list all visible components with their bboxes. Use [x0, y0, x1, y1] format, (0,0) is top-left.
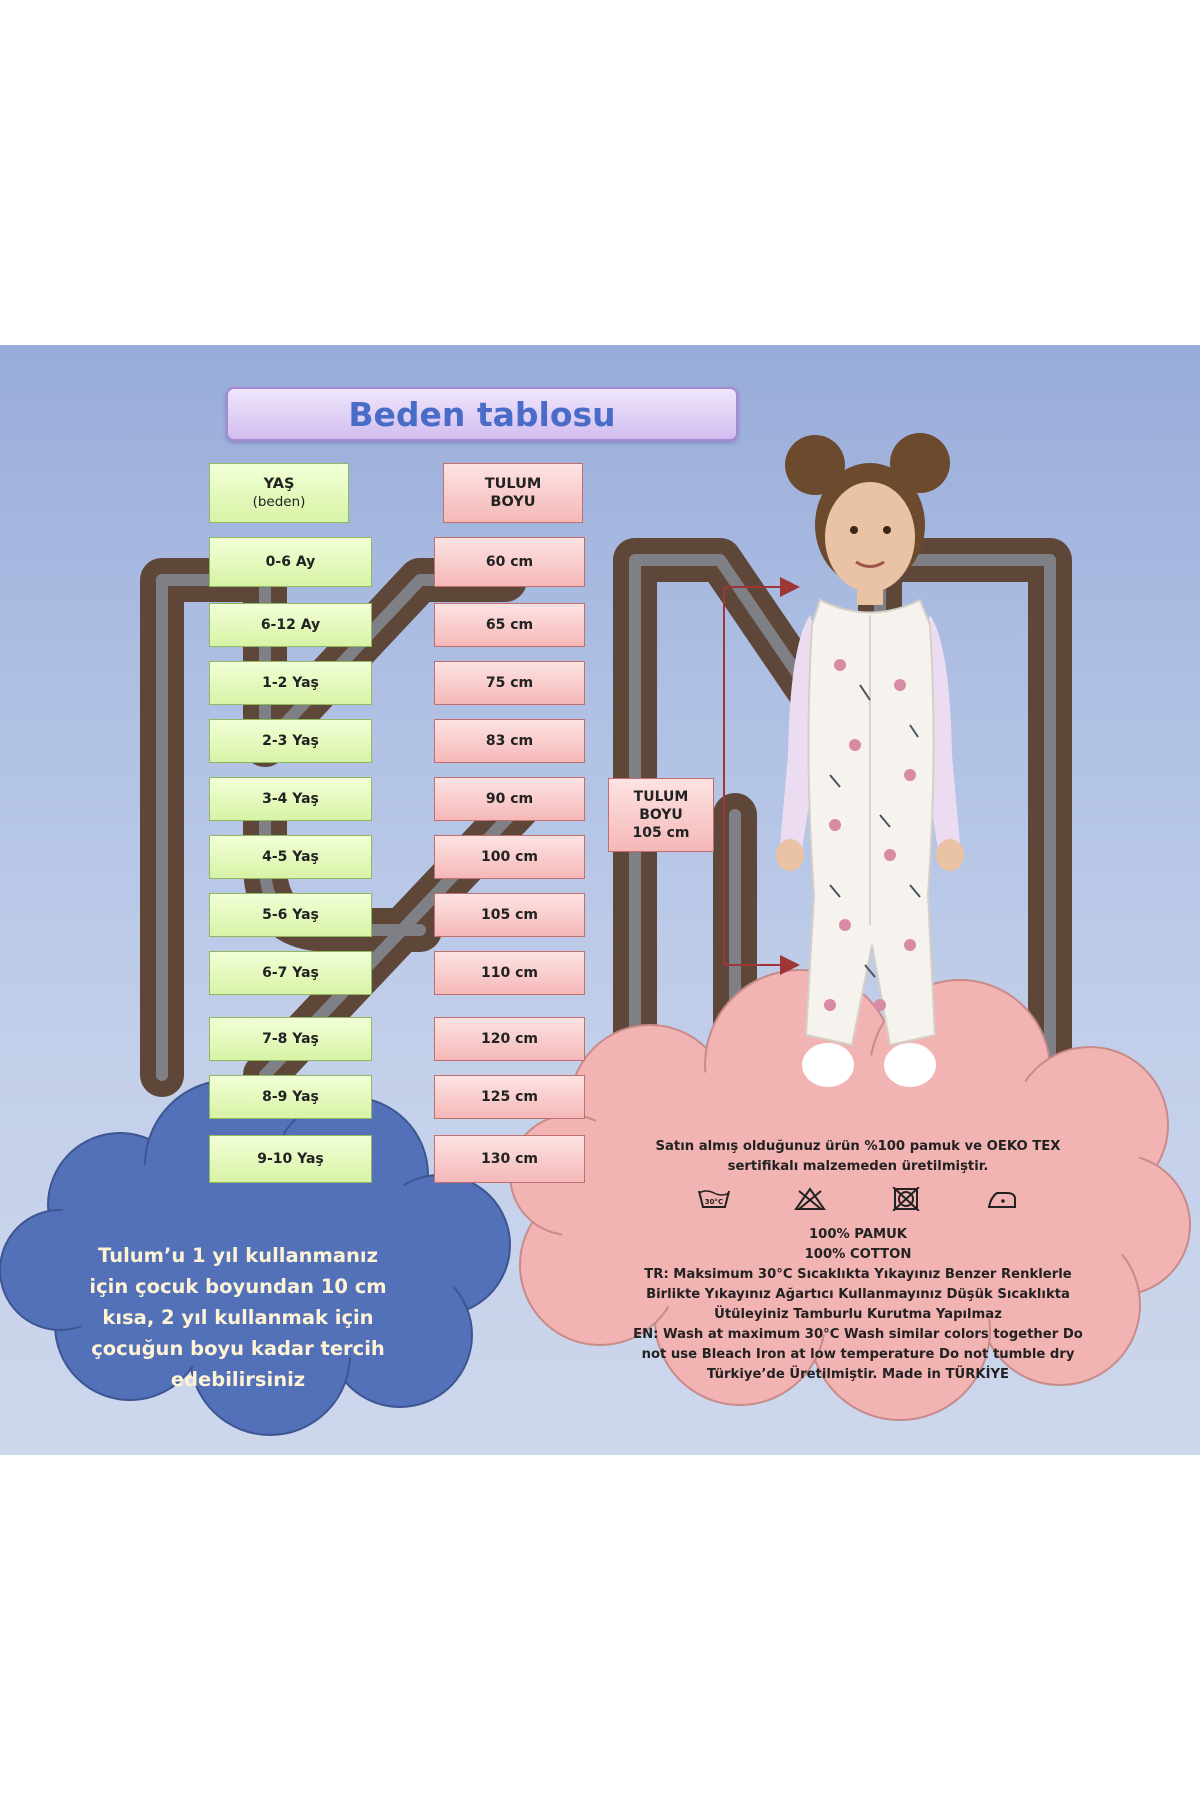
- age-cell: 5-6 Yaş: [209, 893, 372, 937]
- length-cell: 130 cm: [434, 1135, 585, 1183]
- age-cell: 9-10 Yaş: [209, 1135, 372, 1183]
- page-title: Beden tablosu: [226, 387, 738, 441]
- pink-cloud: [509, 969, 1191, 1421]
- callout-line2: BOYU: [639, 807, 683, 823]
- age-cell: 0-6 Ay: [209, 537, 372, 587]
- care-en: EN: Wash at maximum 30°C Wash similar co…: [633, 1327, 1083, 1362]
- age-cell: 4-5 Yaş: [209, 835, 372, 879]
- age-cell: 8-9 Yaş: [209, 1075, 372, 1119]
- length-cell: 100 cm: [434, 835, 585, 879]
- length-cell: 65 cm: [434, 603, 585, 647]
- length-column-header: TULUM BOYU: [443, 463, 583, 523]
- length-cell: 125 cm: [434, 1075, 585, 1119]
- fabric-en: 100% COTTON: [804, 1247, 912, 1262]
- iron-low-icon: [987, 1192, 1016, 1208]
- age-cell: 7-8 Yaş: [209, 1017, 372, 1061]
- care-intro: Satın almış olduğunuz ürün %100 pamuk ve…: [655, 1139, 1061, 1174]
- child-model-photo: [776, 433, 964, 1087]
- age-cell: 1-2 Yaş: [209, 661, 372, 705]
- length-cell: 83 cm: [434, 719, 585, 763]
- length-cell: 60 cm: [434, 537, 585, 587]
- fabric-tr: 100% PAMUK: [808, 1227, 908, 1242]
- no-tumble-dry-icon: [892, 1187, 920, 1211]
- age-header-sub: (beden): [252, 494, 306, 510]
- background-decoration: [0, 538, 1191, 1436]
- age-cell: 6-7 Yaş: [209, 951, 372, 995]
- length-cell: 120 cm: [434, 1017, 585, 1061]
- length-cell: 90 cm: [434, 777, 585, 821]
- advice-text: Tulum’u 1 yıl kullanmanız için çocuk boy…: [89, 1244, 387, 1391]
- length-header-label: TULUM: [484, 476, 542, 492]
- care-icons: 30°C: [628, 1187, 1088, 1211]
- wash-30-icon: 30°C: [698, 1190, 730, 1208]
- care-info: Satın almış olduğunuz ürün %100 pamuk ve…: [628, 1137, 1088, 1385]
- age-cell: 2-3 Yaş: [209, 719, 372, 763]
- length-cell: 75 cm: [434, 661, 585, 705]
- no-bleach-icon: [794, 1187, 826, 1210]
- size-chart-panel: Beden tablosu YAŞ (beden) TULUM BOYU 0-6…: [0, 345, 1200, 1455]
- wash-temp-label: 30°C: [705, 1198, 723, 1206]
- length-callout: TULUM BOYU 105 cm: [608, 778, 714, 852]
- callout-line1: TULUM: [633, 789, 689, 805]
- age-header-label: YAŞ: [263, 476, 295, 492]
- blue-cloud: [0, 1079, 511, 1436]
- age-column-header: YAŞ (beden): [209, 463, 349, 523]
- age-cell: 3-4 Yaş: [209, 777, 372, 821]
- measurement-arrows: [723, 577, 800, 975]
- length-header-sub: BOYU: [490, 494, 536, 510]
- callout-line3: 105 cm: [632, 825, 690, 841]
- length-cell: 110 cm: [434, 951, 585, 995]
- age-cell: 6-12 Ay: [209, 603, 372, 647]
- care-tr: TR: Maksimum 30°C Sıcaklıkta Yıkayınız B…: [644, 1267, 1072, 1322]
- length-cell: 105 cm: [434, 893, 585, 937]
- origin: Türkiye’de Üretilmiştir. Made in TÜRKİYE: [706, 1367, 1010, 1382]
